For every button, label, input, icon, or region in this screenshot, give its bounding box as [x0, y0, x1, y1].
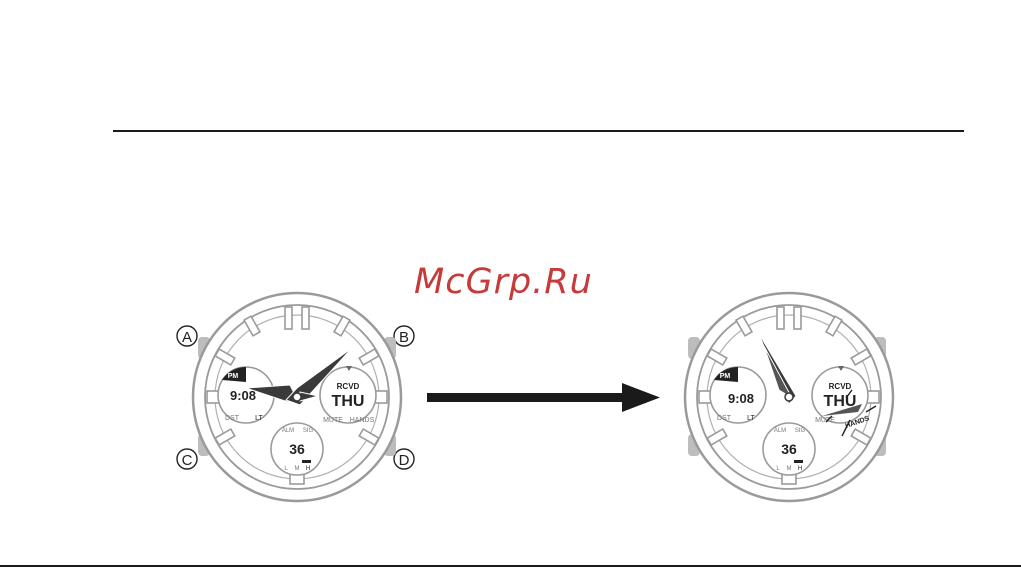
- button-b-letter: B: [399, 329, 409, 346]
- watch-before: PM 9:08 DST LT RCVD THU MUTE HANDS ALM S…: [193, 293, 401, 501]
- second-display-2: 36: [781, 441, 797, 457]
- alm-label: ALM: [282, 428, 294, 434]
- lt-label: LT: [255, 415, 263, 422]
- level-bar-2: [794, 460, 803, 463]
- second-display: 36: [289, 441, 305, 457]
- transition-arrow: [427, 383, 660, 412]
- watch-after: PM 9:08 DST LT RCVD THU MUTE HANDS ALM S…: [685, 293, 893, 501]
- button-c-letter: C: [182, 452, 193, 469]
- mute-label-2: MUTE: [815, 417, 835, 424]
- pm-label: PM: [228, 373, 239, 380]
- lt-label-2: LT: [747, 415, 755, 422]
- dst-label-2: DST: [717, 415, 732, 422]
- hand-pivot: [293, 393, 301, 401]
- alm-label-2: ALM: [774, 428, 786, 434]
- mute-label: MUTE: [323, 417, 343, 424]
- hand-pivot-2: [785, 393, 793, 401]
- rcvd-label: RCVD: [337, 382, 360, 391]
- button-a-label: A: [177, 326, 197, 346]
- pm-label-2: PM: [720, 373, 731, 380]
- button-a-letter: A: [182, 329, 192, 346]
- watermark: McGrp.Ru: [414, 262, 618, 302]
- sig-label: SIG: [303, 428, 314, 434]
- dst-label: DST: [225, 415, 240, 422]
- button-c-label: C: [177, 449, 197, 469]
- day-display: THU: [332, 393, 365, 410]
- level-bar: [302, 460, 311, 463]
- button-d-label: D: [394, 449, 414, 469]
- arrow-head-icon: [622, 383, 660, 412]
- sig-label-2: SIG: [795, 428, 806, 434]
- button-d-letter: D: [399, 452, 410, 469]
- rcvd-label-2: RCVD: [829, 382, 852, 391]
- hands-label: HANDS: [350, 417, 375, 424]
- level-h-label-2: H: [798, 466, 802, 472]
- level-h-label: H: [306, 466, 310, 472]
- level-m-label: M: [295, 466, 300, 472]
- time-display-2: 9:08: [728, 391, 754, 406]
- button-b-label: B: [394, 326, 414, 346]
- level-m-label-2: M: [787, 466, 792, 472]
- bottom-divider: [0, 565, 1021, 567]
